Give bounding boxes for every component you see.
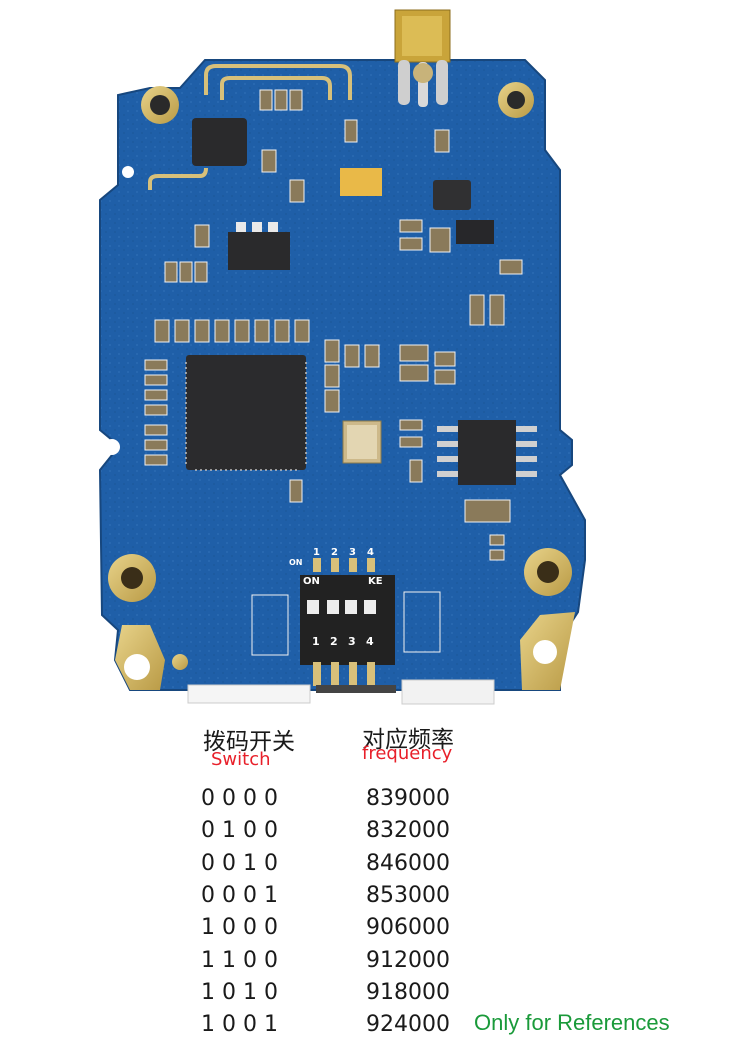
frequency-cell: 918000	[366, 980, 450, 1005]
reference-note: Only for References	[474, 1010, 670, 1035]
frequency-cell: 846000	[366, 851, 450, 876]
frequency-header-cn: 对应频率	[362, 727, 454, 753]
frequency-header-en: frequency	[362, 743, 453, 764]
switch-cell: 1 1 0 0	[201, 948, 279, 973]
switch-cell: 1 0 1 0	[201, 980, 279, 1005]
qfn-chip	[192, 118, 247, 166]
frequency-cell: 924000	[366, 1012, 450, 1037]
dip-switch: 1 2 3 4 ON ON KE 1 2 3 4	[251, 547, 441, 686]
svg-text:1: 1	[312, 635, 320, 648]
svg-text:3: 3	[349, 547, 356, 558]
frequency-cell: 853000	[366, 883, 450, 908]
switch-header-cn: 拨码开关	[203, 729, 295, 755]
frequency-cell: 832000	[366, 818, 450, 843]
dip-top-label: 1	[313, 547, 320, 558]
svg-text:2: 2	[331, 547, 338, 558]
rf-connector-icon	[394, 9, 451, 107]
switch-cell: 0 0 0 0	[201, 786, 279, 811]
mcu-chip	[186, 355, 306, 470]
svg-text:ON: ON	[289, 558, 303, 567]
svg-text:4: 4	[366, 635, 374, 648]
switch-cell: 1 0 0 0	[201, 915, 279, 940]
svg-text:ON: ON	[303, 576, 320, 587]
svg-text:4: 4	[367, 547, 374, 558]
frequency-cell: 912000	[366, 948, 450, 973]
switch-header-en: Switch	[211, 749, 271, 770]
switch-cell: 0 0 1 0	[201, 851, 279, 876]
frequency-cell: 839000	[366, 786, 450, 811]
soic-chip	[458, 420, 516, 485]
svg-text:KE: KE	[368, 576, 383, 587]
switch-cell: 0 0 0 1	[201, 883, 279, 908]
svg-text:3: 3	[348, 635, 356, 648]
pcb-photo: 1 2 3 4 ON ON KE 1 2 3 4	[98, 9, 586, 705]
switch-cell: 0 1 0 0	[201, 818, 279, 843]
switch-cell: 1 0 0 1	[201, 1012, 279, 1037]
mount-hole-icon	[108, 82, 575, 690]
svg-text:2: 2	[330, 635, 338, 648]
frequency-cell: 906000	[366, 915, 450, 940]
